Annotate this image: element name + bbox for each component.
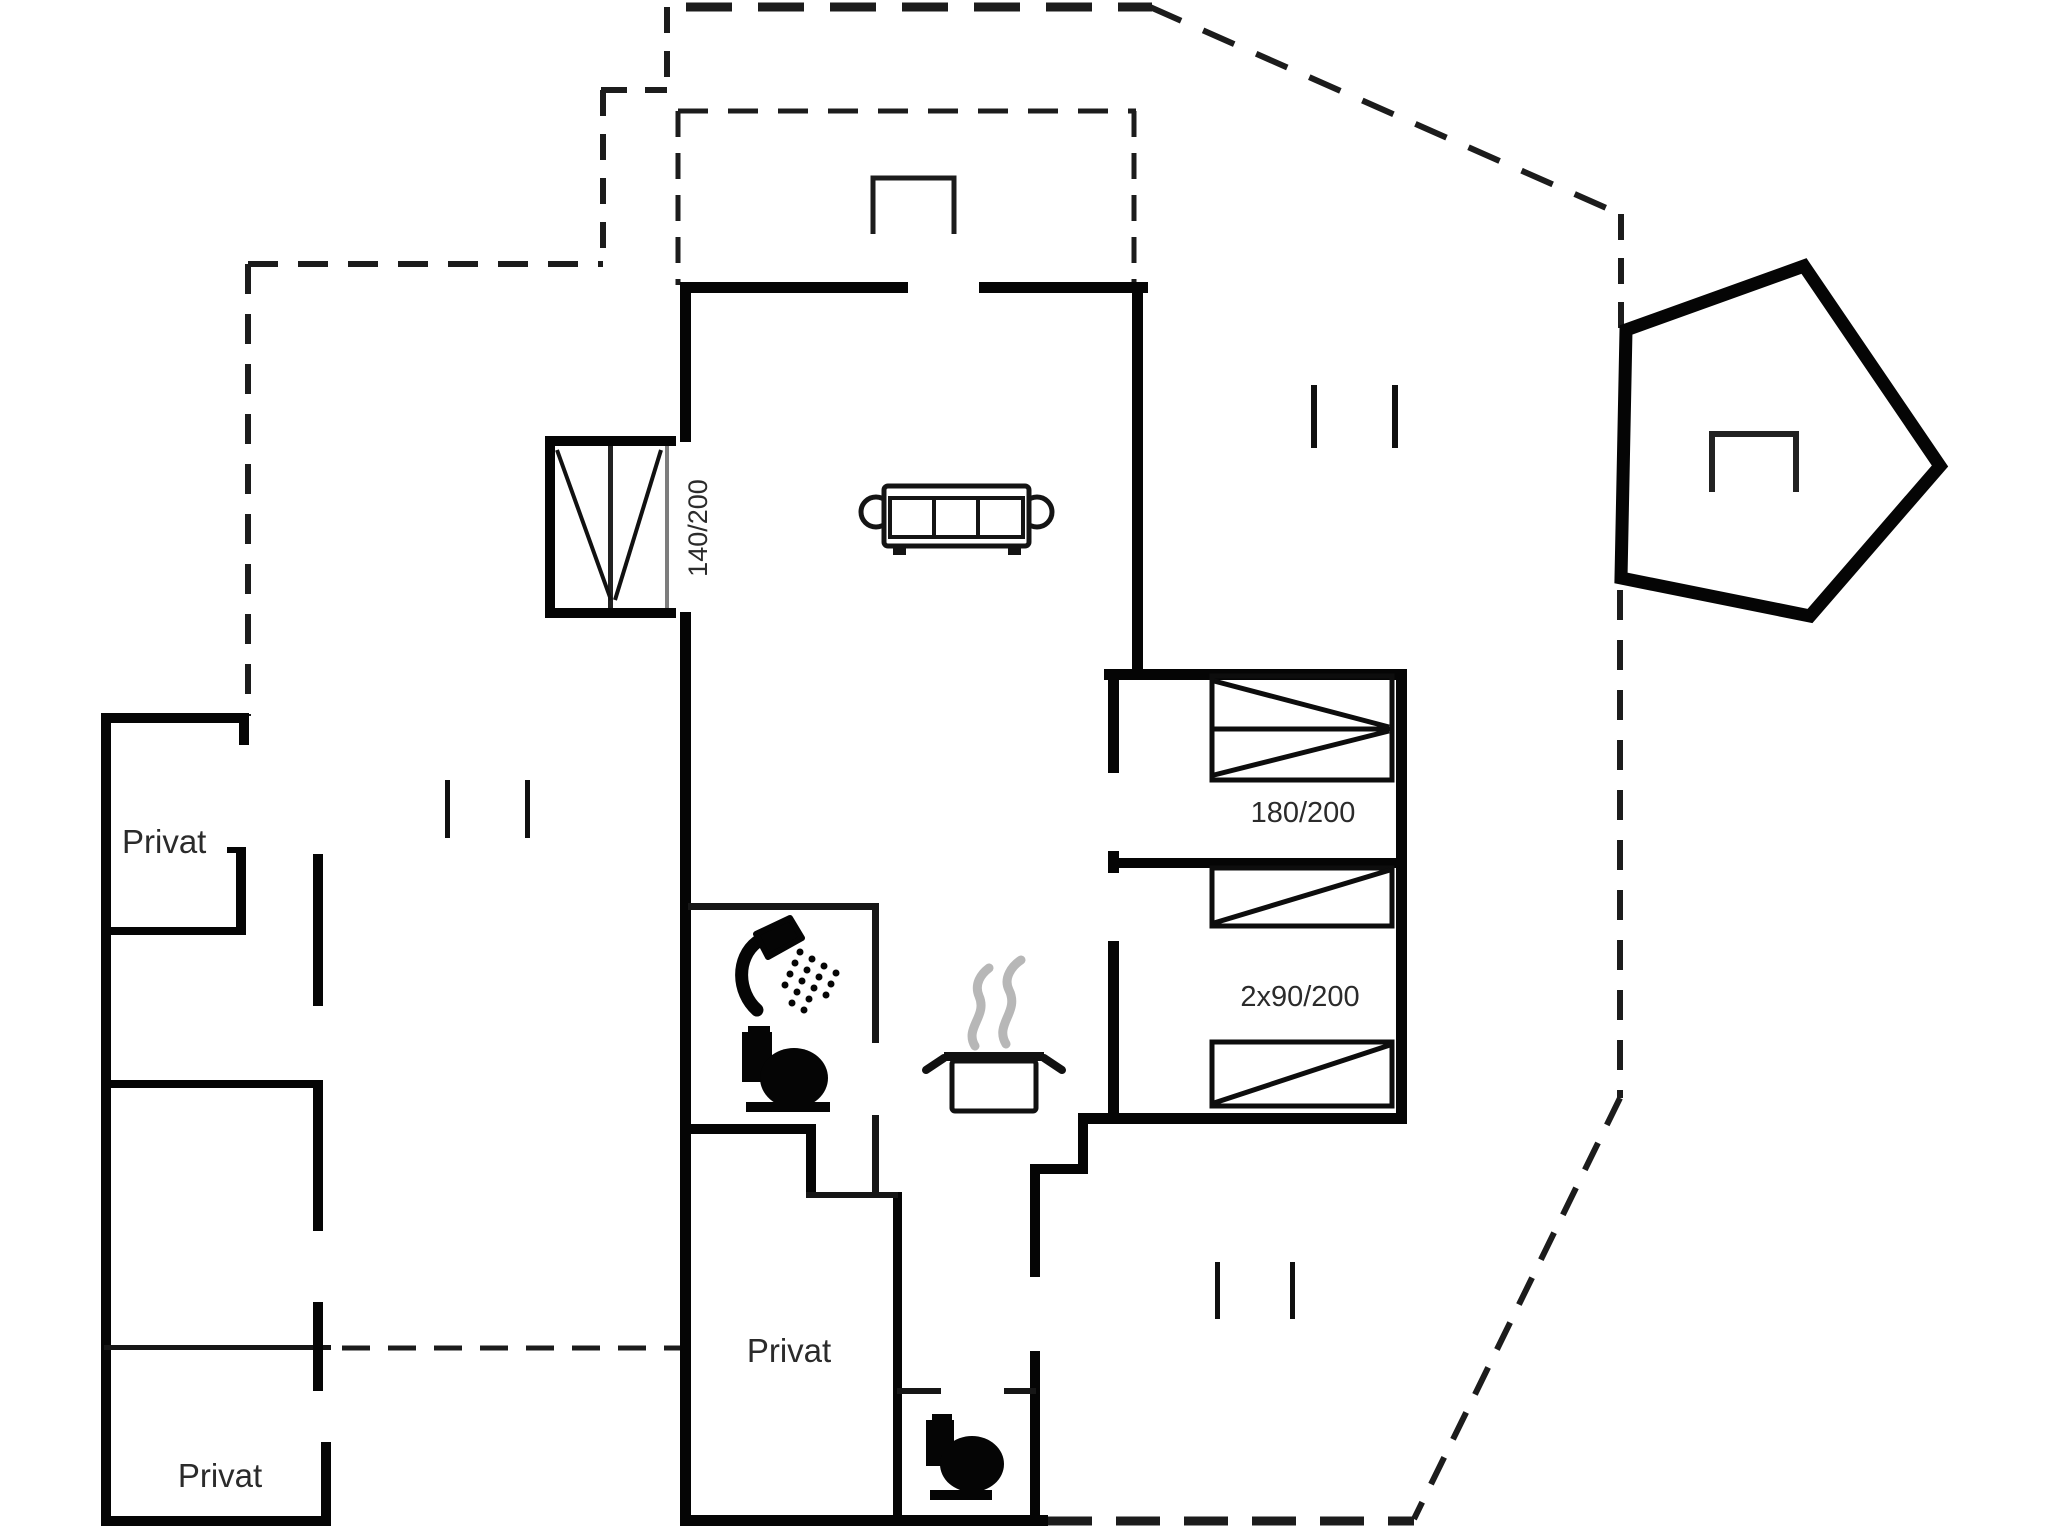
wall-segment: [893, 1192, 902, 1526]
bed-outline: [1209, 1039, 1395, 1109]
pot-handle: [922, 1054, 948, 1074]
wall-segment: [1030, 1351, 1040, 1526]
wall-segment-thin: [104, 1345, 331, 1350]
bed-diagonal: [1213, 1042, 1391, 1106]
wall-segment: [1030, 1164, 1040, 1277]
wall-segment: [1108, 858, 1407, 868]
wall-segment: [1396, 669, 1407, 1124]
wall-segment-thin: [872, 1115, 879, 1198]
wall-segment: [1108, 669, 1119, 773]
twin-bed-dim-label: 2x90/200: [1240, 981, 1359, 1013]
boundary-dash-diagonal-se: [1411, 1096, 1623, 1521]
bed-outline: [1209, 865, 1395, 929]
wall-segment: [1132, 282, 1143, 674]
bed-diagonal: [1213, 867, 1391, 926]
wall-segment: [806, 1124, 816, 1198]
room-label-upper-left: Privat: [122, 823, 206, 860]
house-exterior-walls: [680, 282, 1148, 1526]
wall-segment: [680, 282, 908, 293]
terrace-outline: [675, 108, 1137, 285]
room-label-lower-left: Privat: [178, 1457, 262, 1494]
stove-pot-icon: [922, 955, 1066, 1114]
wall-segment-thin: [872, 903, 879, 1043]
wall-segment: [680, 1515, 1048, 1526]
shower-spray-dots: [781, 948, 840, 1014]
door-swing-mark: [870, 175, 957, 234]
boundary-tick: [525, 780, 530, 838]
gazebo-door-mark: [1709, 431, 1799, 492]
double-bed-dim-label: 180/200: [1251, 797, 1356, 829]
wall-segment: [101, 713, 248, 723]
boundary-tick: [1311, 385, 1317, 448]
wall-segment: [313, 1302, 323, 1391]
boundary-tick: [1392, 385, 1398, 448]
left-annex-walls: [101, 713, 331, 1526]
single-bed-symbol: [1209, 865, 1395, 929]
wall-segment: [979, 282, 1148, 293]
room-labels: Privat Privat Privat: [122, 823, 831, 1494]
window-frame: [545, 608, 676, 618]
bed-diagonal: [1213, 728, 1390, 778]
entrance-door-mark: [870, 175, 957, 234]
wall-segment: [313, 1080, 323, 1231]
wall-segment: [1030, 1164, 1088, 1174]
boundary-ticks: [445, 385, 1398, 1319]
gazebo-pentagon: [1614, 258, 1949, 624]
shower-arm: [735, 935, 764, 1017]
shower-icon: [735, 915, 840, 1017]
wall-segment: [1108, 941, 1119, 1117]
steam-wisp: [998, 955, 1026, 1049]
double-bed-symbol: [1209, 673, 1395, 783]
wall-segment-thin: [897, 1388, 941, 1394]
pot-rim: [944, 1052, 1044, 1061]
wall-segment: [1086, 1113, 1407, 1124]
boundary-tick: [1290, 1262, 1295, 1319]
wall-segment: [101, 1516, 331, 1526]
wall-segment: [680, 282, 691, 442]
wall-segment: [321, 1442, 331, 1526]
wall-segment: [239, 713, 249, 745]
steam-wisp: [967, 963, 994, 1051]
property-boundary: [245, 2, 1624, 1526]
sofa-icon: [858, 483, 1055, 555]
toilet-icon-bathroom: [742, 1026, 830, 1112]
window-casement-diagonal: [613, 449, 663, 601]
wall-segment-thin: [1004, 1388, 1036, 1394]
window-dim-label: 140/200: [683, 479, 713, 577]
wall-segment-thin: [688, 903, 878, 910]
boundary-dash-diagonal-ne: [1148, 4, 1622, 217]
gazebo-outline: [1614, 258, 1949, 624]
window-mullion: [608, 446, 613, 608]
shower-head: [753, 915, 805, 960]
bed-diagonal: [1213, 678, 1390, 730]
wall-segment: [684, 1124, 814, 1134]
window-symbol: 140/200: [545, 436, 713, 618]
wall-segment: [104, 927, 239, 935]
window-frame: [545, 436, 555, 618]
interior-walls: [684, 903, 1088, 1526]
wall-segment: [1078, 1113, 1088, 1171]
room-label-utility: Privat: [747, 1332, 831, 1369]
boundary-tick: [445, 780, 450, 838]
pot-handle: [1040, 1054, 1066, 1074]
boundary-tick: [1215, 1262, 1220, 1319]
window-glass-line: [665, 446, 669, 608]
window-casement-diagonal: [555, 449, 613, 601]
single-bed-symbol: [1209, 1039, 1395, 1109]
toilet-icon-wc: [926, 1414, 1004, 1500]
wall-segment: [236, 847, 246, 935]
wall-segment: [104, 1080, 319, 1088]
bedroom-beds: 180/200 2x90/200: [1209, 673, 1395, 1109]
window-frame: [545, 436, 676, 446]
wall-segment: [313, 854, 323, 1006]
wall-segment: [680, 612, 691, 1526]
wall-segment: [101, 713, 111, 1526]
pot-body: [949, 1058, 1039, 1114]
wall-segment: [227, 847, 246, 853]
wall-segment-thin: [806, 1192, 898, 1198]
